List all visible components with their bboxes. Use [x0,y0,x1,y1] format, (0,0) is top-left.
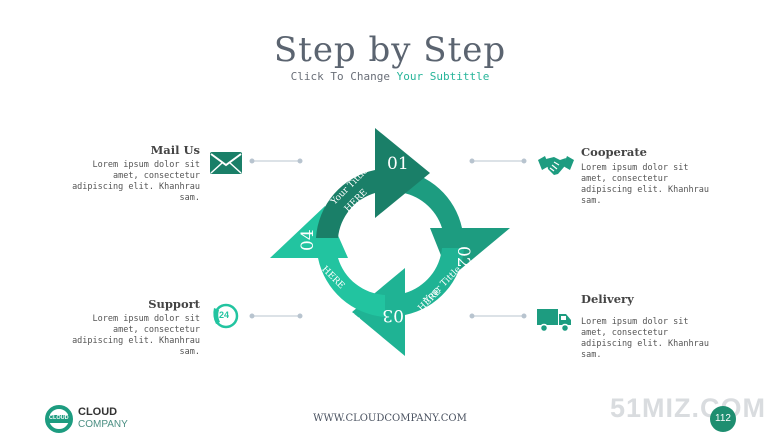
connectors [249,158,527,319]
connector-dot [469,313,475,319]
watermark: 51MIZ.COM [610,393,767,423]
envelope-icon [210,152,242,174]
cycle-diagram: 01 02 03 04 Your Tittle HERE Your Tittle… [249,128,527,356]
cooperate-body-line: adipiscing elit. Khanhrau [581,185,709,195]
connector-dot [469,158,475,164]
support-body-line: amet, consectetur [113,325,200,335]
mail-body-line: amet, consectetur [113,171,200,181]
phone-24-icon: 24 [210,300,242,332]
support-body: Lorem ipsum dolor sit amet, consectetur … [60,314,200,358]
delivery-body: Lorem ipsum dolor sit amet, consectetur … [581,317,731,361]
mail-body: Lorem ipsum dolor sit amet, consectetur … [60,160,200,204]
cooperate-body-line: amet, consectetur [581,174,668,184]
segment-02 [398,170,510,278]
connector-dot [521,158,527,164]
cooperate-body: Lorem ipsum dolor sit amet, consectetur … [581,163,731,207]
page-subtitle: Click To Change Your Subtittle [0,70,780,83]
segment-03 [352,248,464,356]
truck-icon [537,309,571,333]
phone-24-label: 24 [219,310,230,320]
segment-01 [316,128,430,238]
connector-dot [521,313,527,319]
connector-dot [297,313,303,319]
support-body-line: adipiscing elit. Khanhrau [72,336,200,346]
mail-title: Mail Us [150,143,200,157]
footer-url[interactable]: WWW.CLOUDCOMPANY.COM [313,413,467,424]
cooperate-body-line: Lorem ipsum dolor sit [581,163,689,173]
mail-body-line: adipiscing elit. Khanhrau [72,182,200,192]
delivery-body-line: adipiscing elit. Khanhrau [581,339,709,349]
connector-dot [249,313,255,319]
subtitle-prefix: Click To Change [290,70,390,83]
step-number-01: 01 [387,154,409,174]
company-logo: CLOUD [44,404,74,434]
mail-body-line: sam. [179,193,200,203]
segment-04 [270,206,385,317]
step-number-04: 04 [298,229,318,251]
page-number-badge: 112 [710,406,736,432]
delivery-body-line: Lorem ipsum dolor sit [581,317,689,327]
support-body-line: Lorem ipsum dolor sit [92,314,200,324]
delivery-body-line: sam. [581,350,602,360]
step-number-03: 03 [382,305,404,325]
step-number-02: 02 [453,246,473,268]
cooperate-title: Cooperate [581,145,647,159]
brand-line1: CLOUD [78,406,118,418]
connector-dot [297,158,303,164]
support-title: Support [148,297,200,311]
handshake-icon [538,156,574,175]
brand-line2: COMPANY [78,419,128,430]
delivery-title: Delivery [581,292,634,306]
subtitle-accent: Your Subtittle [396,70,490,83]
connector-dot [249,158,255,164]
mail-body-line: Lorem ipsum dolor sit [92,160,200,170]
cooperate-body-line: sam. [581,196,602,206]
page-title: Step by Step [273,30,507,70]
delivery-body-line: amet, consectetur [581,328,668,338]
logo-text: CLOUD [49,415,69,421]
support-body-line: sam. [179,347,200,357]
